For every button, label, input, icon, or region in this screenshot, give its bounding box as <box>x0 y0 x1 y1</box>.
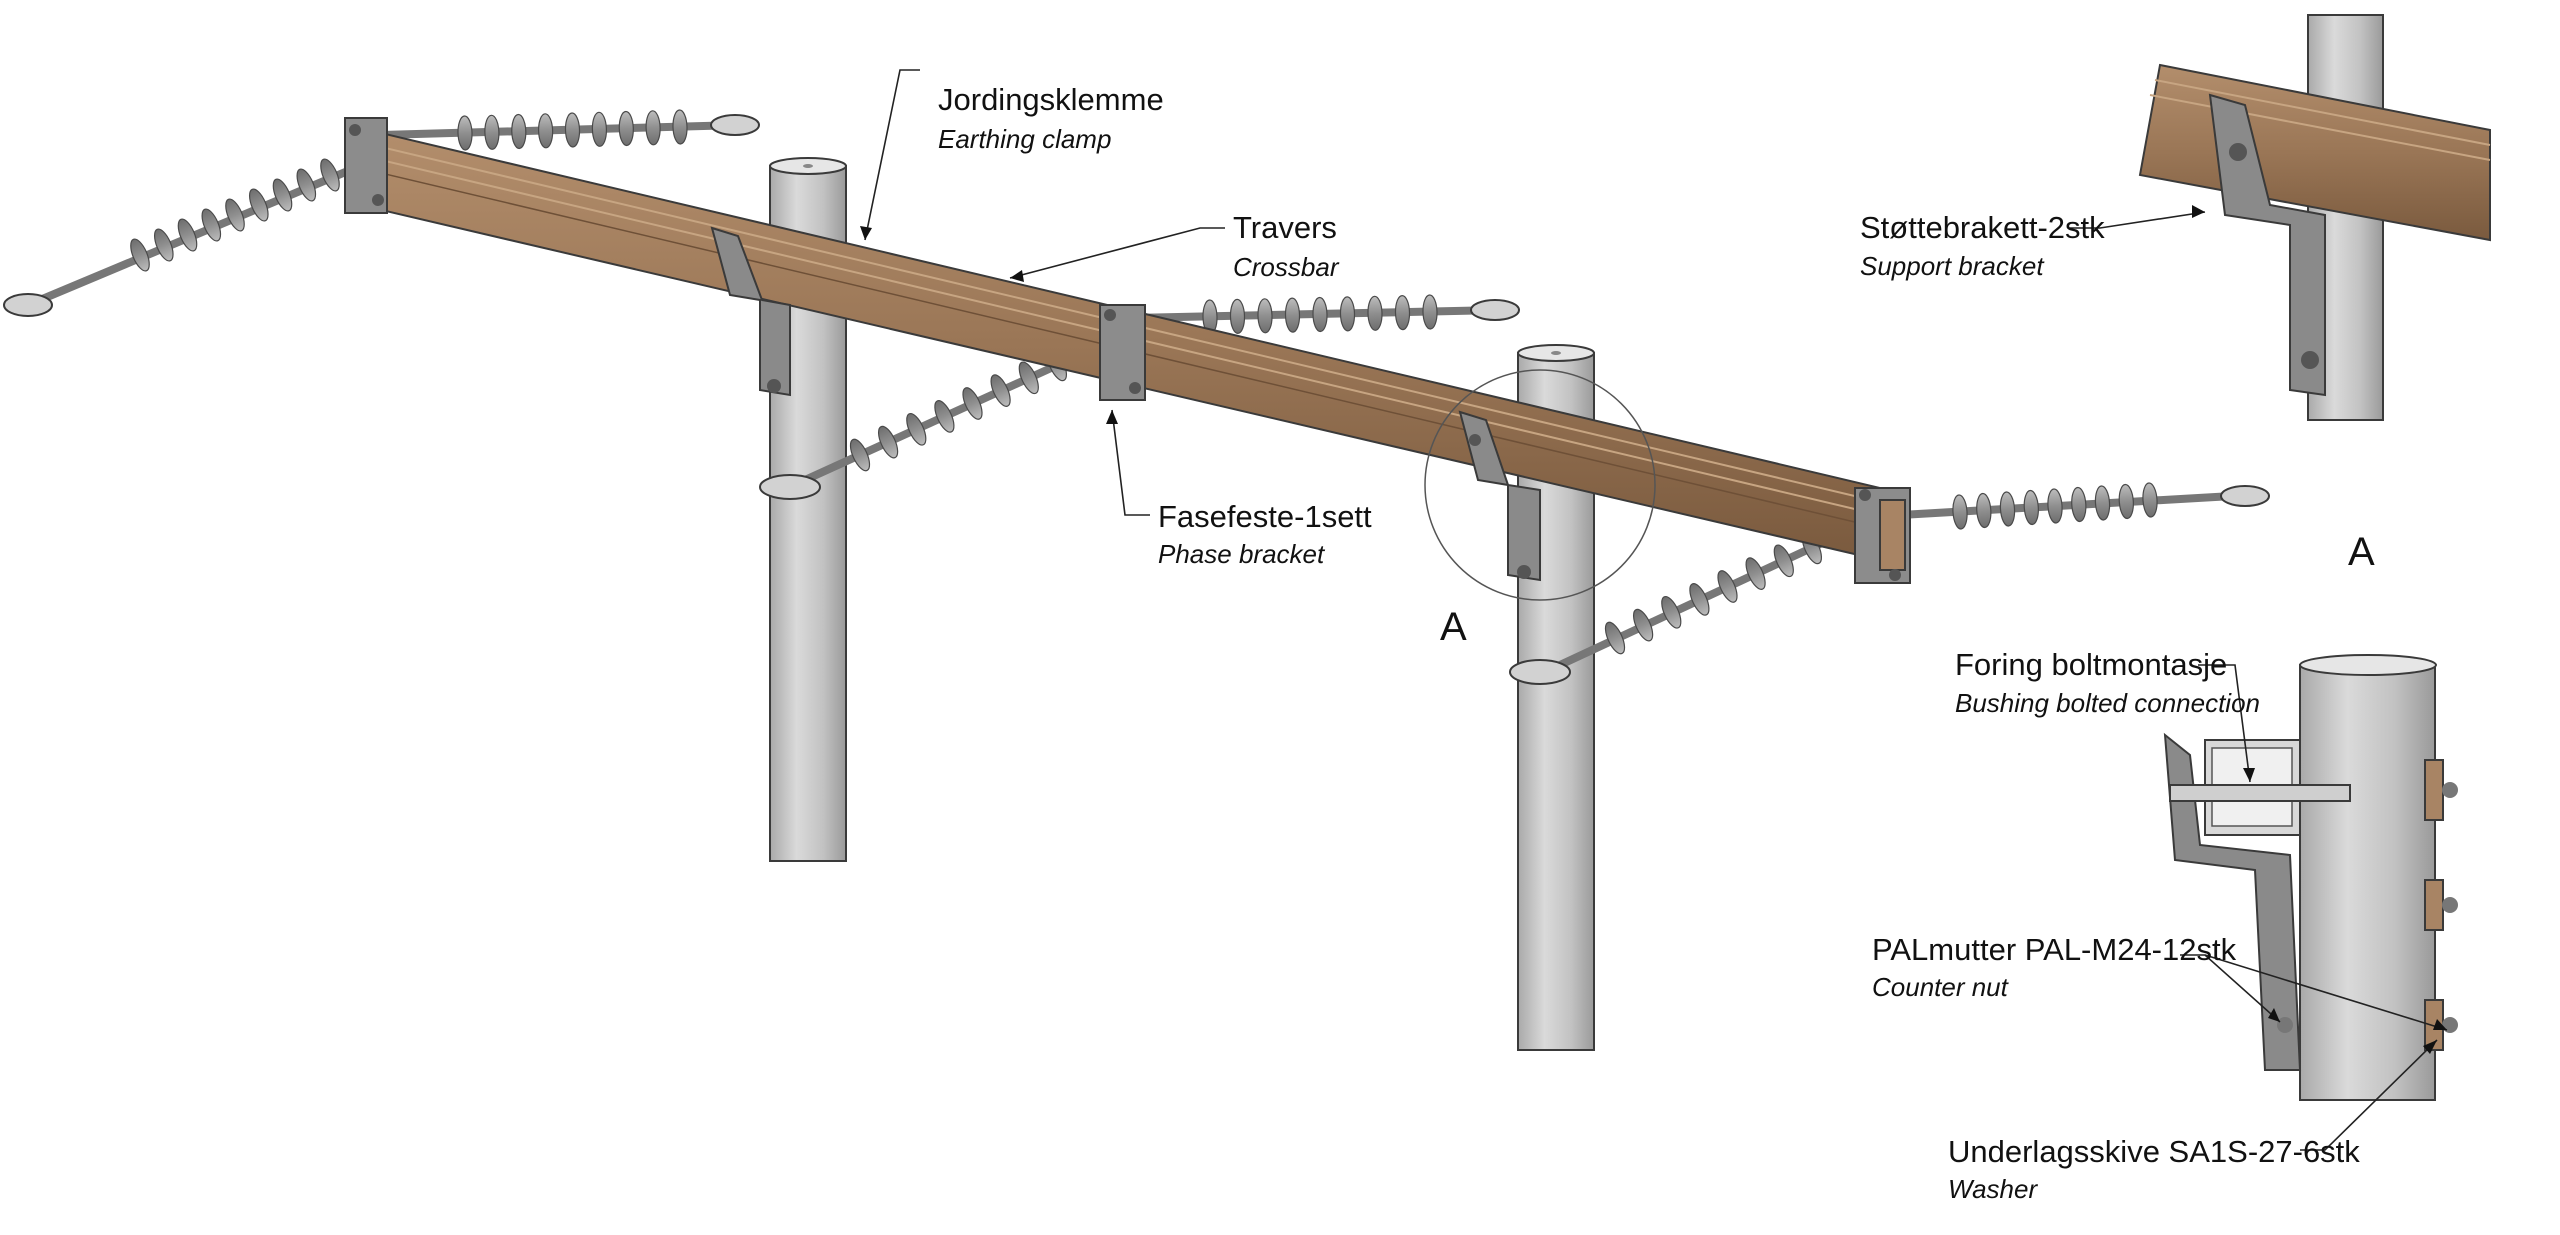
svg-text:PALmutter PAL-M24-12stk: PALmutter PAL-M24-12stk <box>1872 932 2237 967</box>
insulator-disc <box>2023 489 2039 526</box>
insulator-disc <box>990 374 1011 407</box>
insulator-disc <box>1773 544 1794 578</box>
svg-text:Phase bracket: Phase bracket <box>1158 539 1326 569</box>
insulator-disc <box>177 218 198 252</box>
insulator-disc <box>849 438 871 472</box>
insulator-disc <box>484 114 500 150</box>
phase-bracket-left-end <box>344 117 388 214</box>
insulator-disc <box>645 110 661 146</box>
insulator-disc <box>1367 295 1383 331</box>
insulator-disc <box>1422 294 1438 330</box>
insulator-disc <box>1394 295 1411 331</box>
detail-label-view: A <box>2348 530 2375 574</box>
insulator-disc <box>153 228 174 262</box>
insulator-disc <box>1339 296 1356 332</box>
section-detail-view <box>2163 654 2458 1101</box>
insulator-disc <box>457 115 473 151</box>
insulator-disc <box>906 412 927 446</box>
detail-label-main: A <box>1440 605 1467 649</box>
insulator-disc <box>201 208 222 242</box>
svg-text:Support bracket: Support bracket <box>1860 251 2045 281</box>
insulator-disc <box>1312 296 1328 333</box>
insulator-disc <box>1717 570 1738 603</box>
svg-text:Foring boltmontasje: Foring boltmontasje <box>1955 647 2227 682</box>
insulator-disc <box>272 178 293 212</box>
insulator-disc <box>1976 492 1992 529</box>
phase-bracket-middle <box>1099 304 1146 401</box>
insulator-disc <box>1999 491 2016 527</box>
insulator-disc <box>877 425 899 459</box>
detail-circle-a <box>1424 369 1656 601</box>
insulator-disc <box>1632 608 1654 642</box>
svg-text:Washer: Washer <box>1948 1174 2038 1204</box>
insulator-discs <box>130 109 2158 655</box>
insulator-disc <box>537 113 554 149</box>
insulator-disc <box>618 110 634 147</box>
svg-text:Counter nut: Counter nut <box>1872 972 2010 1002</box>
label-phase-bracket: Fasefeste-1sett Phase bracket <box>1158 499 1372 569</box>
insulator-disc <box>1952 494 1968 530</box>
label-earthing-clamp: Jordingsklemme Earthing clamp <box>938 82 1164 154</box>
insulator-disc <box>248 188 269 222</box>
insulator-disc <box>1018 361 1039 395</box>
detail-a-view <box>2138 14 2491 421</box>
insulator-disc <box>2142 482 2158 518</box>
insulator-disc <box>1257 298 1273 334</box>
svg-text:Fasefeste-1sett: Fasefeste-1sett <box>1158 499 1372 534</box>
insulator-disc <box>2071 486 2087 523</box>
svg-text:Crossbar: Crossbar <box>1233 252 1340 282</box>
insulator-disc <box>934 400 955 433</box>
insulator-disc <box>1229 298 1246 334</box>
label-bushing: Foring boltmontasje Bushing bolted conne… <box>1955 647 2260 718</box>
insulator-disc <box>564 112 581 148</box>
insulator-disc <box>672 109 688 145</box>
label-crossbar: Travers Crossbar <box>1233 210 1340 282</box>
insulator-disc <box>225 198 245 232</box>
insulator-disc <box>2094 485 2111 521</box>
label-counter-nut: PALmutter PAL-M24-12stk Counter nut <box>1872 932 2237 1002</box>
insulator-disc <box>2118 483 2134 520</box>
insulator-disc <box>1284 297 1301 333</box>
svg-text:Jordingsklemme: Jordingsklemme <box>938 82 1164 117</box>
support-bracket-left <box>710 226 791 397</box>
label-washer: Underlagsskive SA1S-27-6stk Washer <box>1948 1134 2360 1204</box>
insulator-disc <box>320 158 340 192</box>
insulator-disc <box>1689 583 1710 616</box>
phase-bracket-right-end <box>1854 487 1911 584</box>
svg-text:Earthing clamp: Earthing clamp <box>938 124 1111 154</box>
insulator-disc <box>130 238 150 272</box>
svg-text:Travers: Travers <box>1233 210 1337 245</box>
svg-text:Underlagsskive SA1S-27-6stk: Underlagsskive SA1S-27-6stk <box>1948 1134 2360 1169</box>
insulator-disc <box>296 168 317 202</box>
svg-text:Støttebrakett-2stk: Støttebrakett-2stk <box>1860 210 2105 245</box>
insulator-disc <box>1604 621 1626 655</box>
insulator-disc <box>2047 488 2063 524</box>
svg-text:Bushing bolted connection: Bushing bolted connection <box>1955 688 2260 718</box>
insulator-disc <box>1745 557 1766 590</box>
insulator-disc <box>962 387 983 420</box>
insulator-disc <box>591 111 608 147</box>
insulator-disc <box>511 113 527 150</box>
insulator-disc <box>1661 595 1682 629</box>
label-support-bracket: Støttebrakett-2stk Support bracket <box>1860 210 2105 281</box>
support-bracket-right <box>1458 410 1541 582</box>
